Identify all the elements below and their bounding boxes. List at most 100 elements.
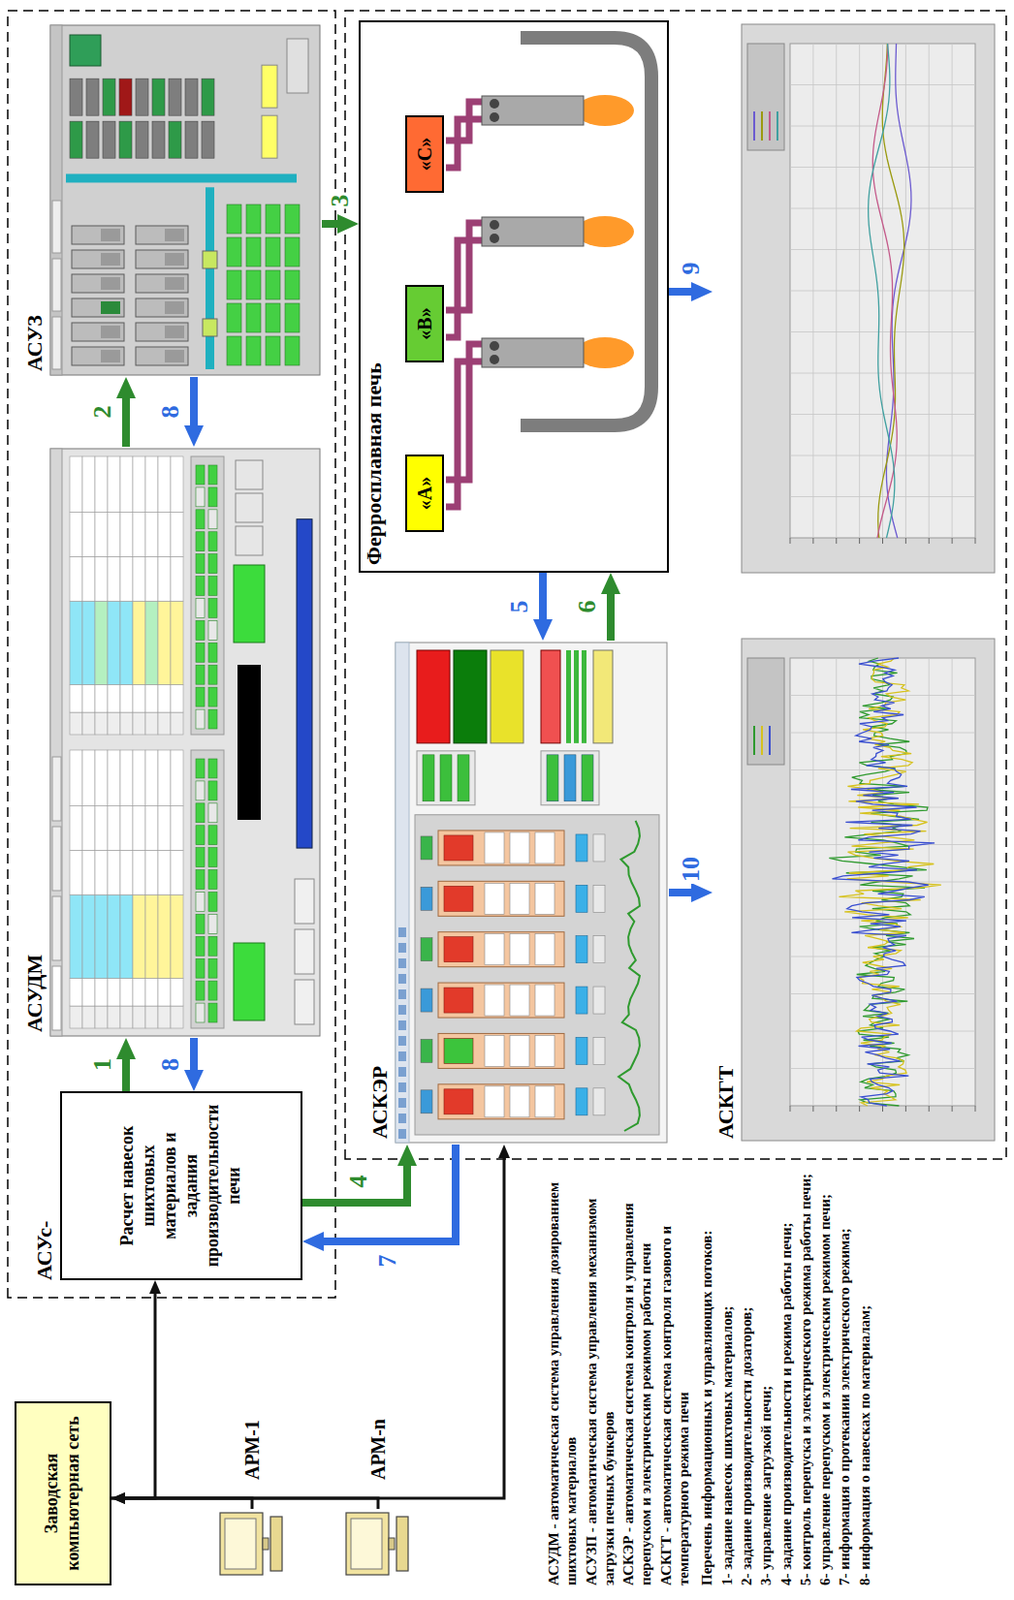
screen-detail [261, 64, 278, 108]
status-cell [265, 270, 281, 300]
status-cell [195, 759, 205, 779]
workstation-icon: АРМ-n [344, 1509, 412, 1580]
table-cell [82, 712, 96, 735]
bunker-symbol [135, 298, 189, 317]
flow-arrow [302, 1166, 408, 1204]
arc-flame [575, 95, 634, 127]
monitor-screen [350, 1519, 382, 1570]
status-cell [581, 755, 594, 802]
table-cell [158, 556, 171, 602]
screen-detail [50, 448, 63, 1037]
status-cell [195, 709, 205, 729]
status-cell [195, 936, 205, 956]
table-cell [69, 511, 83, 557]
readout-box [484, 883, 505, 915]
screen-panel: АСУДМ [21, 446, 322, 1039]
screen-detail [261, 115, 278, 159]
table-cell [170, 456, 184, 512]
screen-detail [52, 258, 62, 312]
callout-number: 9 [678, 260, 704, 278]
bunker-level [164, 325, 185, 339]
workstation-name: АРМ-n [367, 1419, 390, 1481]
busbar-line [445, 361, 482, 507]
axis-tick [928, 538, 930, 544]
status-cell [265, 303, 281, 333]
legend-definition: АСКГТ - автоматическая система контроля … [657, 1169, 694, 1586]
screen-button [235, 493, 263, 523]
keyboard-symbol [270, 1517, 283, 1572]
table-cell [69, 1006, 83, 1029]
busbar-line [445, 222, 482, 311]
table-cell [120, 1006, 133, 1029]
screen-detail [420, 1090, 433, 1114]
box-text: Расчет навесок шихтовых материалов и зад… [117, 1101, 246, 1271]
toolbar-icon [398, 943, 407, 953]
table-cell [95, 511, 108, 557]
screen-picture [366, 640, 669, 1145]
screen-detail [202, 318, 218, 337]
status-cell [195, 781, 205, 801]
axis-tick [790, 538, 792, 544]
callout-number: 3 [327, 192, 353, 210]
status-cell [208, 687, 218, 707]
phase-bar [581, 650, 587, 744]
screen-detail [52, 200, 62, 254]
table-cell [95, 805, 108, 851]
screen-button [294, 980, 315, 1025]
table-cell [145, 750, 159, 806]
screen-detail [414, 815, 660, 1136]
status-cell [208, 532, 218, 552]
bunker-symbol [71, 250, 125, 269]
table-cell [82, 556, 96, 602]
bunker-level [100, 228, 121, 242]
readout-box [484, 984, 505, 1016]
busbar-line [445, 240, 482, 338]
table-cell [95, 894, 108, 979]
clamp-symbol [489, 220, 500, 230]
callout-number: 1 [90, 1056, 116, 1074]
screen-detail [52, 316, 62, 370]
flow-arrow [122, 1059, 130, 1092]
table-cell [95, 750, 108, 806]
table-cell [120, 850, 133, 895]
clamp-symbol [489, 112, 500, 123]
table-cell [82, 511, 96, 557]
table-cell [170, 894, 184, 979]
axis-tick [858, 538, 860, 544]
axis-tick [905, 1106, 907, 1112]
axis-tick [835, 1106, 837, 1112]
readout-box [484, 934, 505, 966]
chart-grid [835, 658, 837, 1107]
flow-arrow [190, 1038, 198, 1071]
status-cell [152, 121, 165, 159]
status-cell [265, 204, 281, 234]
status-cell [246, 204, 261, 234]
bunker-level [100, 349, 121, 363]
status-cell [285, 204, 300, 234]
system-name: АСУс- [31, 1221, 59, 1281]
bunker-symbol [71, 347, 125, 366]
toolbar-icon [398, 1020, 407, 1031]
status-cell [195, 665, 205, 685]
status-cell [69, 121, 83, 159]
screen-detail [52, 826, 62, 891]
electrode-state [443, 886, 474, 912]
status-cell [440, 755, 452, 802]
table-cell [145, 456, 159, 512]
screen-button [575, 1088, 588, 1116]
readout-box [535, 1035, 555, 1067]
screen-detail [69, 34, 101, 66]
table-cell [120, 556, 133, 602]
status-cell [195, 848, 205, 868]
chart-grid [928, 43, 930, 539]
screen-frame [50, 448, 320, 1037]
table-cell [132, 601, 146, 685]
status-cell [135, 121, 149, 159]
screen-button [294, 879, 315, 924]
table-cell [120, 805, 133, 851]
screen-button [593, 986, 605, 1014]
readout-box [509, 934, 530, 966]
screen-bar [296, 519, 313, 849]
screen-detail [52, 896, 62, 961]
status-cell [208, 709, 218, 729]
